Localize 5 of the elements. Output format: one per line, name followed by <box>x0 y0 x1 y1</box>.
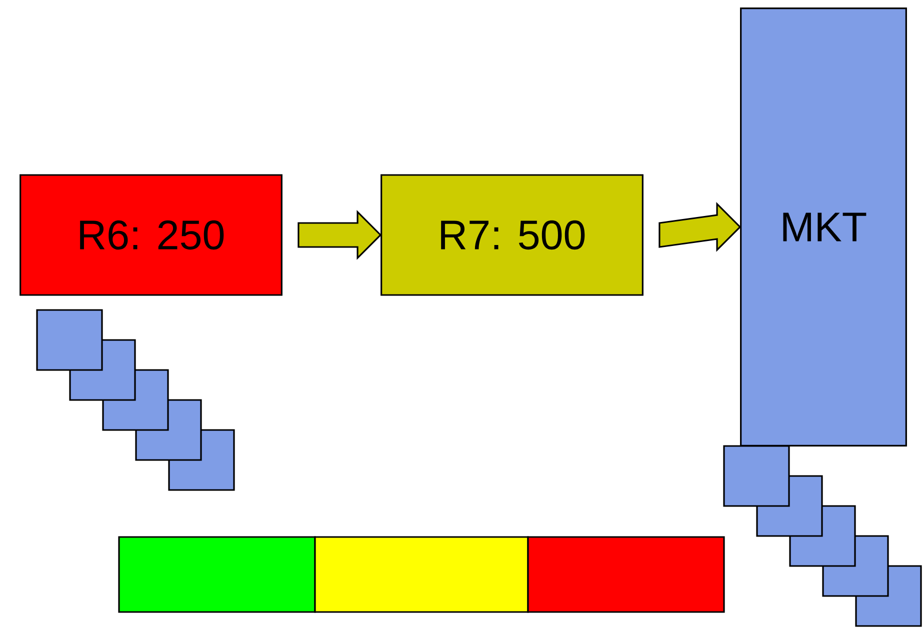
block-arrow <box>298 210 382 260</box>
process-box: R6: 250 <box>20 174 282 296</box>
process-box: R7: 500 <box>380 174 644 296</box>
block-arrow <box>658 202 742 252</box>
process-box: MKT <box>740 8 907 446</box>
